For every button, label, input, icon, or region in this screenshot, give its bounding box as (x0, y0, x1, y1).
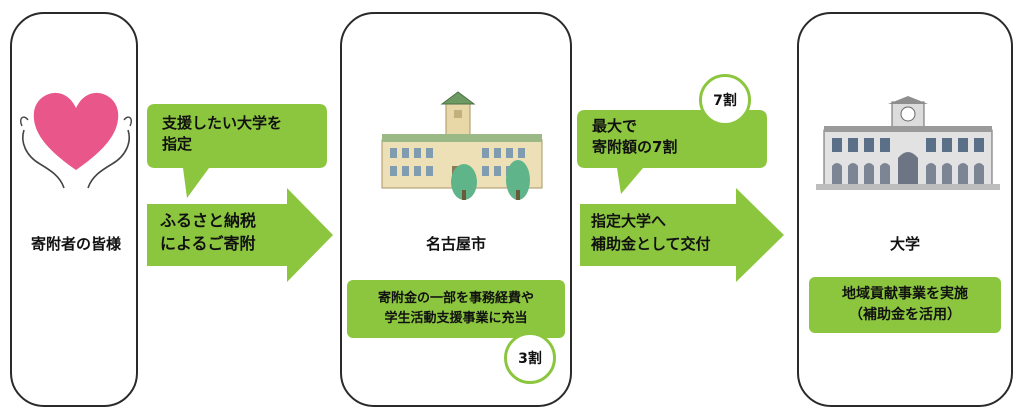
university-panel (797, 12, 1013, 407)
flow1-callout-text: 支援したい大学を 指定 (162, 114, 283, 153)
donor-panel (10, 12, 138, 407)
university-label: 大学 (889, 235, 920, 253)
flow2-callout-text: 最大で 寄附額の7割 (592, 117, 678, 156)
nagoya-city-hall-icon (381, 91, 543, 200)
donor-label: 寄附者の皆様 (30, 235, 121, 253)
donation-flow-diagram: 寄附者の皆様 支援したい大学を 指定 ふるさと納税 によるご寄附 名古屋市 寄附… (10, 12, 1013, 407)
callout-bubble-1 (147, 104, 327, 198)
city-label: 名古屋市 (425, 235, 486, 253)
flow2-arrow-text: 指定大学へ 補助金として交付 (591, 212, 711, 253)
flow2-share-badge: 7割 (699, 74, 751, 126)
arrow-right-1 (147, 188, 333, 282)
flow1-arrow-text: ふるさと納税 によるご寄附 (160, 211, 257, 253)
university-note: 地域貢献事業を実施 （補助金を活用） (809, 277, 1001, 333)
city-note: 寄附金の一部を事務経費や 学生活動支援事業に充当 (347, 280, 565, 338)
callout-bubble-2 (577, 110, 767, 194)
university-building-icon (816, 96, 1000, 190)
city-share-badge: 3割 (504, 332, 556, 384)
arrow-right-2 (580, 188, 784, 282)
heart-hands-icon (19, 92, 133, 189)
